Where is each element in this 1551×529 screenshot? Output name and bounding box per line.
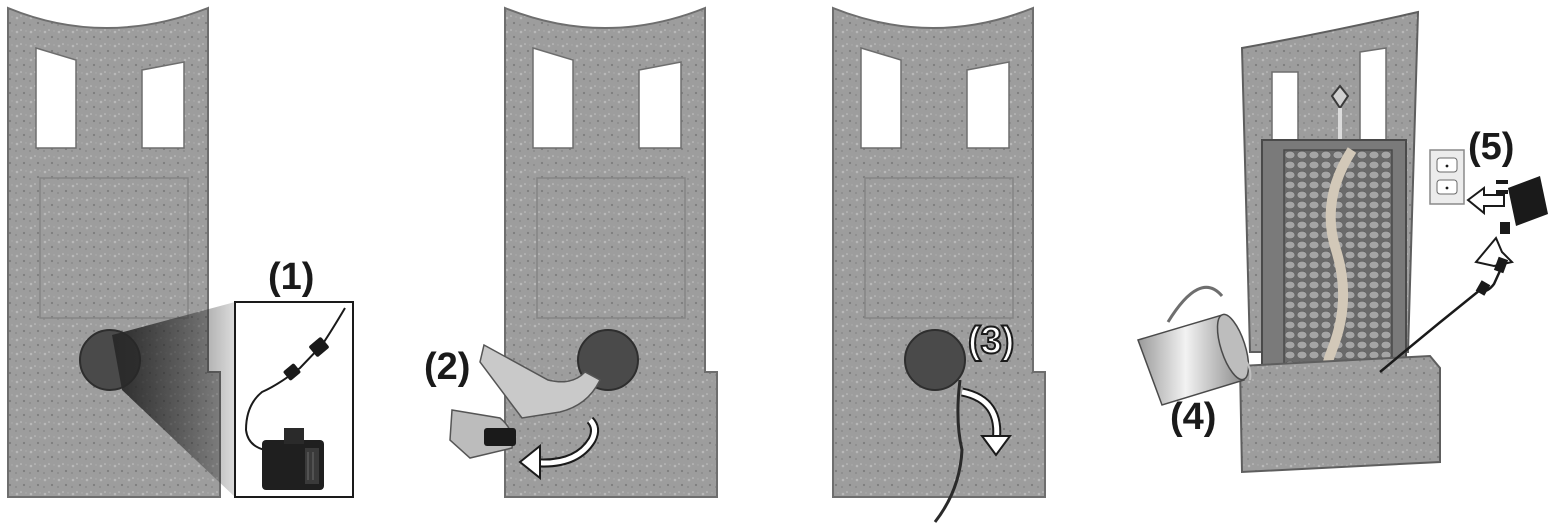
step-5-label: (5) — [1468, 128, 1514, 166]
fountain-basin — [1240, 356, 1440, 472]
fountain-panel-2 — [450, 8, 717, 497]
step-2-label: (2) — [424, 348, 470, 386]
fountain-panel-3 — [833, 8, 1045, 522]
watering-pitcher-icon — [1138, 287, 1255, 405]
step-3-label: (3) — [968, 322, 1014, 360]
step-1-label: (1) — [268, 258, 314, 296]
fountain-panel-1 — [8, 8, 353, 497]
wall-outlet-icon — [1430, 150, 1464, 204]
step-4-label: (4) — [1170, 398, 1216, 436]
fountain-assembled — [1240, 12, 1480, 472]
